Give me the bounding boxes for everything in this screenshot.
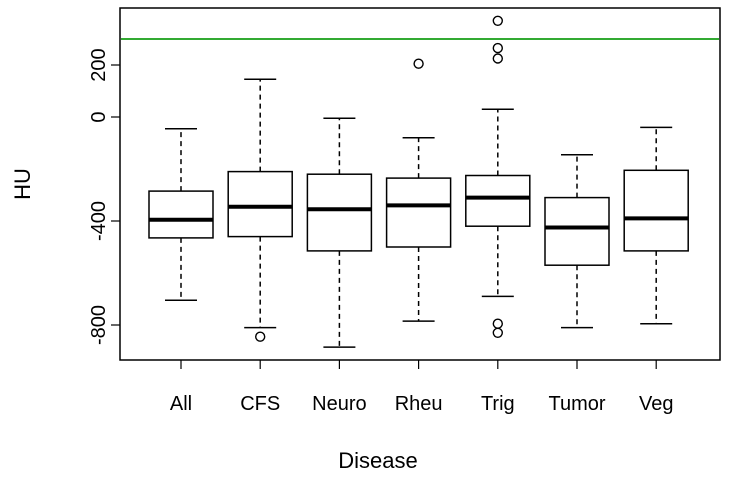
x-tick-label: All (170, 393, 192, 415)
box-rheu (385, 58, 452, 322)
box-trig (465, 15, 531, 338)
iqr-box (385, 177, 452, 248)
iqr-box (306, 173, 373, 252)
outlier-point (492, 15, 503, 26)
box-tumor (544, 153, 610, 329)
box-neuro (306, 117, 373, 348)
outlier-point (492, 42, 503, 54)
box-cfs (227, 78, 293, 342)
box-all (148, 127, 214, 302)
y-tick-label: -800 (88, 305, 110, 345)
x-axis-title: Disease (338, 448, 417, 473)
y-axis-title: HU (10, 168, 35, 200)
iqr-box (148, 190, 214, 239)
x-tick-label: Neuro (312, 393, 366, 415)
iqr-box (544, 196, 610, 266)
x-tick-label: Rheu (395, 393, 443, 415)
x-tick-label: Veg (639, 393, 673, 415)
outlier-point (492, 318, 503, 329)
x-tick-label: CFS (240, 393, 280, 415)
iqr-box (623, 169, 689, 252)
iqr-box (465, 174, 531, 227)
y-tick-label: -400 (88, 201, 110, 241)
boxes-group (148, 15, 689, 348)
y-axis: -800 -400 0 200 (88, 39, 121, 345)
y-tick-label: 0 (88, 111, 110, 122)
outlier-point (492, 327, 503, 338)
box-veg (623, 126, 689, 325)
iqr-box (227, 170, 293, 238)
x-axis: All CFS Neuro Rheu Trig Tumor Veg (170, 359, 673, 415)
outlier-point (255, 331, 266, 342)
outlier-point (492, 53, 503, 64)
x-tick-label: Tumor (548, 393, 605, 415)
outlier-point (413, 58, 424, 69)
y-tick-label: 200 (88, 48, 110, 81)
x-tick-label: Trig (481, 393, 515, 415)
